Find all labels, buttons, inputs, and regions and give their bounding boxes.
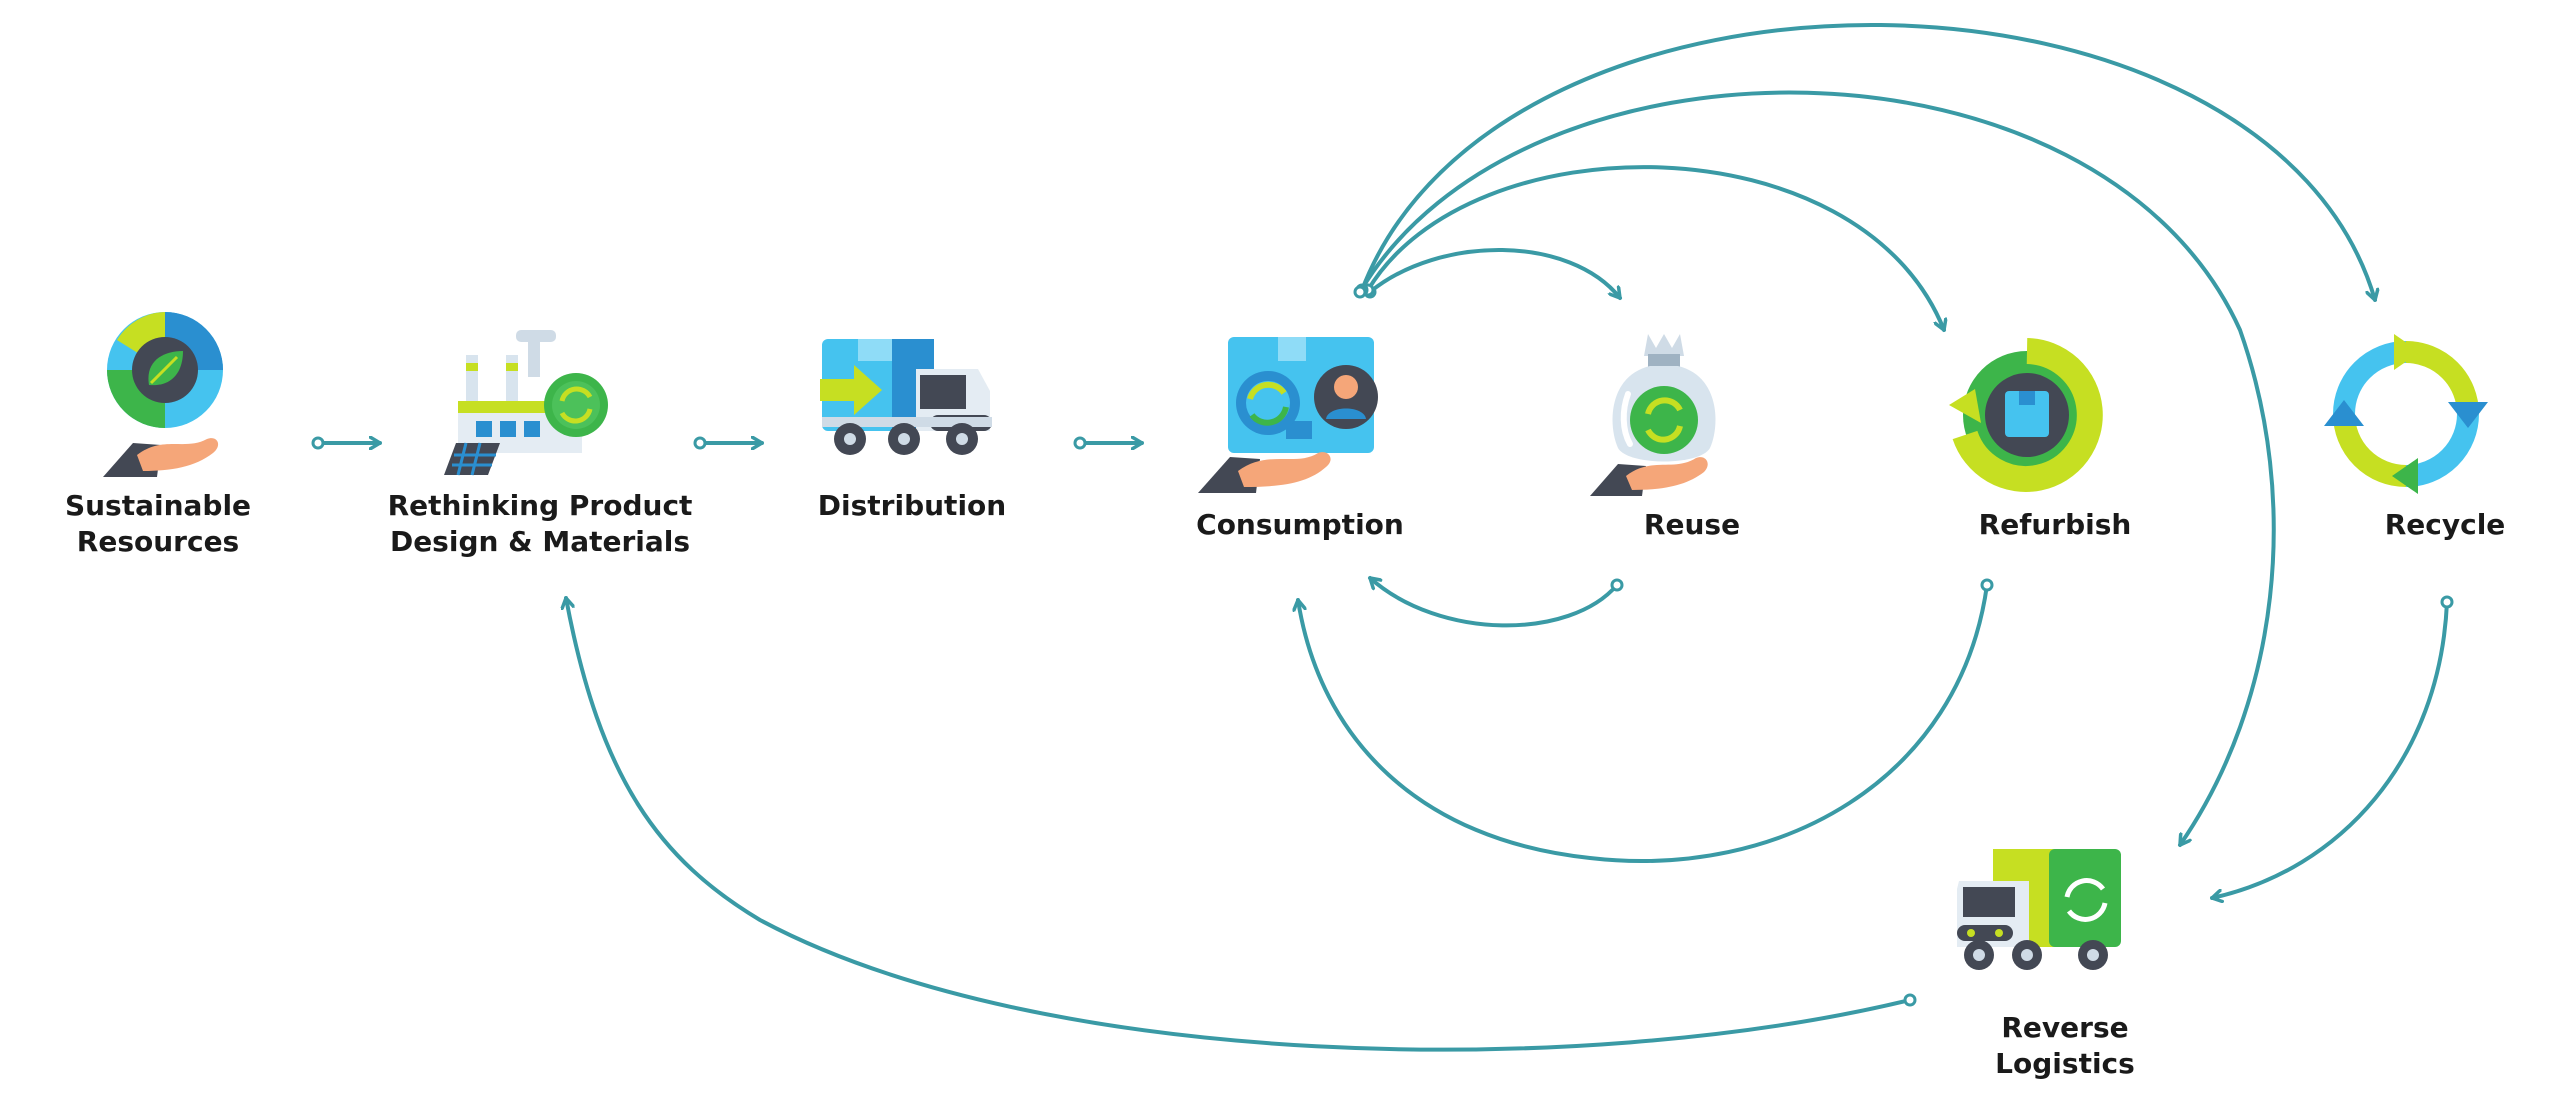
recycle-arrows-icon: [2324, 334, 2488, 494]
edge-recycle-to-reverse-logistics: [2210, 600, 2449, 898]
edge-start-dot: [2440, 595, 2454, 609]
node-reverse-logistics: Reverse Logistics: [1995, 1010, 2135, 1082]
node-label-line: Refurbish: [1978, 508, 2132, 541]
node-label-line: Design & Materials: [389, 525, 691, 558]
edge-start-dot: [1980, 578, 1994, 592]
recycling-truck-icon: [1957, 849, 2121, 970]
edge-refurbish-to-consumption: [1298, 583, 1989, 863]
node-distribution: Distribution: [818, 488, 1006, 524]
edge-start-dot: [311, 436, 325, 450]
edge-start-dot: [1610, 578, 1624, 592]
edge-reverse-logistics-to-rethinking-design: [566, 596, 1912, 1052]
node-sustainable-resources: Sustainable Resources: [65, 488, 251, 560]
edge-start-dot: [1353, 285, 1367, 299]
edge-consumption-to-refurbish: [1366, 165, 1944, 332]
delivery-truck-icon: [820, 339, 992, 455]
eco-factory-icon: [444, 330, 608, 476]
node-label-line: Consumption: [1196, 508, 1404, 541]
edge-consumption-to-reverse-logistics: [1358, 90, 2276, 847]
node-label-line: Logistics: [1995, 1047, 2135, 1080]
node-label-line: Resources: [76, 525, 240, 558]
node-reuse: Reuse: [1644, 507, 1740, 543]
edge-consumption-to-recycle: [1360, 23, 2375, 302]
node-recycle: Recycle: [2385, 507, 2506, 543]
node-label-line: Reverse: [2001, 1011, 2129, 1044]
node-label-line: Distribution: [817, 489, 1007, 522]
product-box-hand-icon: [1198, 337, 1378, 493]
refurbish-cycle-icon: [1949, 338, 2103, 492]
leaf-globe-hand-icon: [103, 312, 223, 477]
node-rethinking-design: Rethinking Product Design & Materials: [388, 488, 693, 560]
edge-start-dot: [1903, 993, 1917, 1007]
node-refurbish: Refurbish: [1979, 507, 2132, 543]
node-label-line: Sustainable: [64, 489, 252, 522]
node-label-line: Recycle: [2384, 508, 2506, 541]
node-label-line: Reuse: [1643, 508, 1741, 541]
edge-start-dot: [1073, 436, 1087, 450]
edge-start-dot: [693, 436, 707, 450]
edge-reuse-to-consumption: [1368, 576, 1619, 628]
edge-consumption-to-reuse: [1368, 248, 1622, 300]
node-consumption: Consumption: [1196, 507, 1404, 543]
node-label-line: Rethinking Product: [387, 489, 693, 522]
recycle-bag-hand-icon: [1590, 334, 1716, 496]
